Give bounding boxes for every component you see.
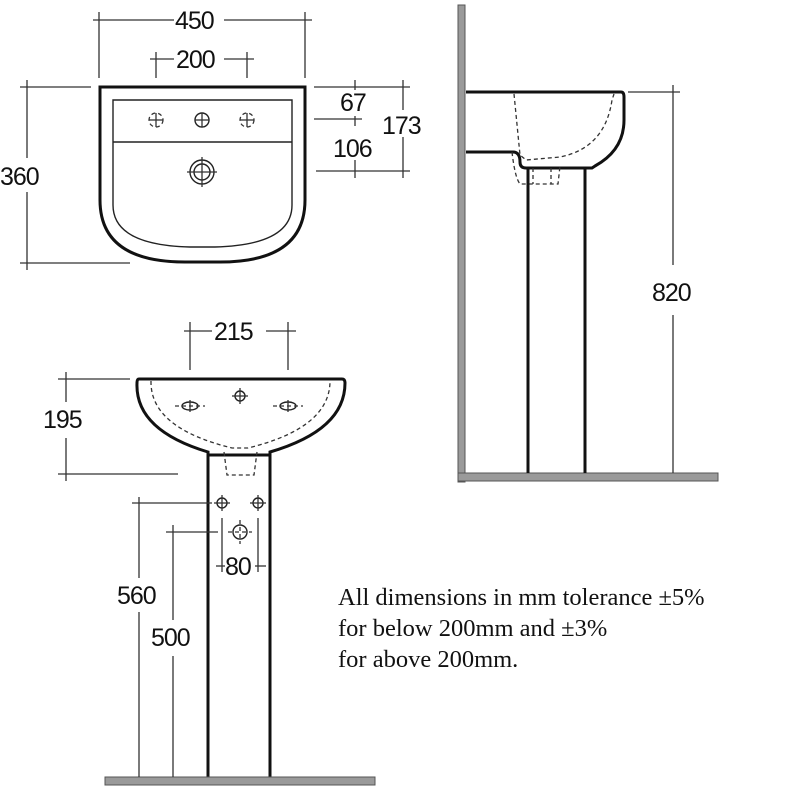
side-trap-hidden <box>511 151 561 185</box>
dim-tap-ledge-depth: 67 <box>340 89 366 117</box>
dim-overall-depth: 360 <box>0 163 39 191</box>
tolerance-note: All dimensions in mm tolerance ±5% for b… <box>338 582 798 675</box>
tap-hole-icon <box>232 388 248 404</box>
dim-waste-height: 500 <box>151 624 190 652</box>
plan-basin-inner <box>112 99 293 248</box>
waste-outlet-icon <box>187 157 217 187</box>
overflow-slot-icon <box>175 400 205 412</box>
floor-front <box>104 776 376 786</box>
dim-tap-centres: 200 <box>176 46 215 74</box>
dim-rim-height: 820 <box>652 279 691 307</box>
side-view: 820 <box>457 4 719 483</box>
dim-overflow-centres: 215 <box>214 318 253 346</box>
supply-hole-icon <box>250 495 266 511</box>
dim-basin-height: 195 <box>43 406 82 434</box>
side-basin-outline <box>466 90 626 170</box>
waste-hole-icon <box>228 520 252 544</box>
overflow-slot-icon <box>273 400 303 412</box>
front-bowl-hidden <box>150 380 331 449</box>
dim-supply-height: 560 <box>117 582 156 610</box>
tap-hole-icon <box>148 112 164 128</box>
wall <box>457 4 466 483</box>
tap-hole-icon <box>194 112 210 128</box>
plan-basin-outline <box>98 85 307 264</box>
plan-view: 450 200 360 67 106 173 <box>0 7 422 270</box>
dim-back-to-waste: 173 <box>382 112 421 140</box>
front-view: 215 195 560 500 80 <box>43 318 376 786</box>
tolerance-note-line: for above 200mm. <box>338 646 519 673</box>
floor-side <box>457 472 719 482</box>
tolerance-note-line: All dimensions in mm tolerance ±5% <box>338 584 705 611</box>
dim-overall-width: 450 <box>175 7 214 35</box>
tap-hole-icon <box>239 112 255 128</box>
tolerance-note-line: for below 200mm and ±3% <box>338 615 608 642</box>
dim-supply-centres: 80 <box>225 553 251 581</box>
side-bowl-hidden <box>513 93 615 161</box>
dim-ledge-to-waste: 106 <box>333 135 372 163</box>
supply-hole-icon <box>214 495 230 511</box>
front-trap-hidden <box>223 451 258 476</box>
